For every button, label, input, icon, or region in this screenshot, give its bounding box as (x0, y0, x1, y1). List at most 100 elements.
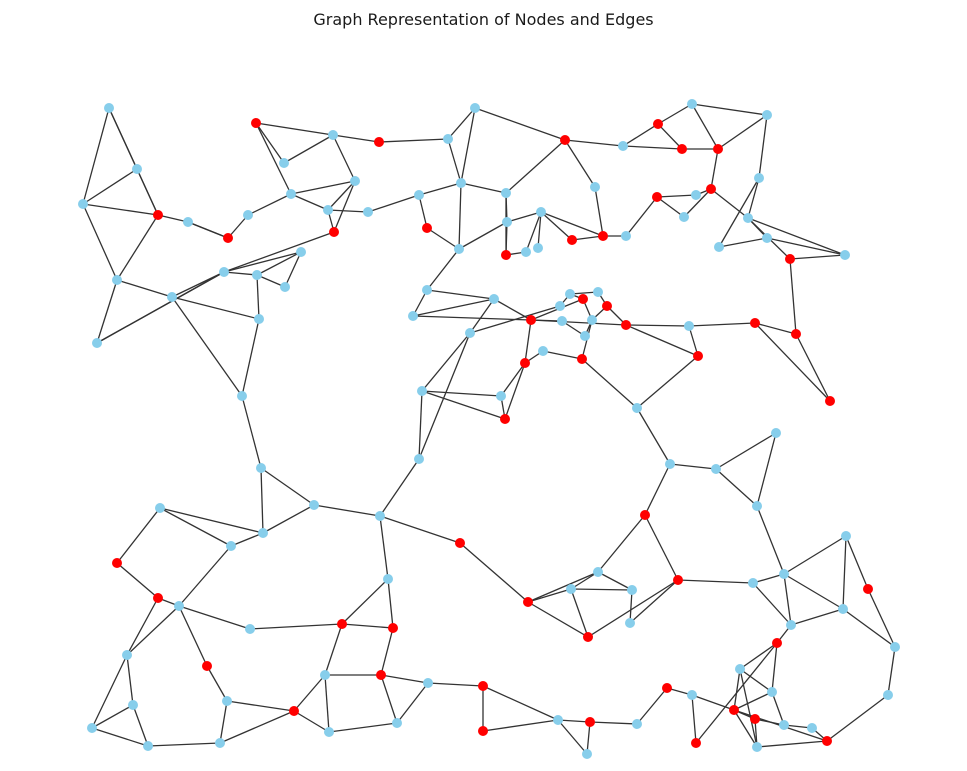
graph-node-blue (665, 459, 675, 469)
graph-edge (644, 514, 679, 581)
graph-edge (126, 654, 134, 706)
graph-edge (771, 691, 785, 726)
graph-node-red (585, 717, 595, 727)
graph-node-red (662, 683, 672, 693)
graph-edge (752, 573, 785, 584)
graph-edge (421, 332, 471, 392)
graph-node-red (578, 294, 588, 304)
graph-edge (418, 390, 423, 460)
graph-edge (159, 507, 232, 547)
graph-node-red (153, 593, 163, 603)
graph-edge (82, 168, 138, 205)
graph-node-blue (489, 294, 499, 304)
graph-edge (116, 507, 161, 564)
graph-node-blue (417, 386, 427, 396)
graph-edge (379, 515, 461, 544)
graph-edge (527, 588, 572, 603)
graph-node-blue (538, 346, 548, 356)
graph-edge (341, 578, 389, 625)
graph-edge (570, 588, 633, 591)
graph-edge (241, 395, 262, 469)
graph-node-blue (557, 316, 567, 326)
graph-edge (789, 254, 846, 260)
graph-edge (379, 458, 420, 517)
graph-edge (459, 542, 529, 603)
graph-node-blue (748, 578, 758, 588)
graph-edge (629, 579, 679, 624)
graph-edge (557, 719, 588, 755)
graph-edge (247, 193, 292, 216)
graph-node-red (501, 250, 511, 260)
graph-edge (469, 305, 561, 334)
graph-edge (260, 467, 264, 534)
graph-edge (622, 123, 659, 147)
graph-edge (887, 646, 896, 696)
graph-edge (524, 319, 532, 364)
graph-edge (625, 324, 690, 327)
graph-edge (747, 217, 846, 256)
graph-edge (557, 719, 591, 723)
graph-edge (739, 668, 758, 748)
graph-edge (327, 209, 369, 213)
graph-edge (540, 211, 573, 241)
graph-edge (636, 687, 668, 725)
graph-node-red (791, 329, 801, 339)
graph-edge (594, 186, 604, 237)
graph-edge (255, 122, 334, 136)
graph-node-blue (258, 528, 268, 538)
graph-edge (695, 642, 778, 744)
graph-node-blue (363, 207, 373, 217)
graph-edge (739, 668, 773, 693)
graph-edge (380, 674, 398, 724)
graph-edge (766, 237, 846, 256)
graph-edge (564, 139, 596, 188)
graph-edge (219, 710, 295, 744)
graph-edge (571, 235, 604, 241)
graph-node-blue (414, 190, 424, 200)
graph-node-red (621, 320, 631, 330)
graph-edge (867, 588, 896, 648)
graph-node-red (560, 135, 570, 145)
graph-edge (537, 211, 542, 249)
graph-node-blue (215, 738, 225, 748)
graph-edge (427, 682, 484, 687)
graph-node-blue (771, 428, 781, 438)
graph-edge (421, 390, 506, 420)
graph-node-red (478, 681, 488, 691)
graph-edge (790, 608, 844, 626)
graph-edge (327, 180, 356, 211)
graph-edge (527, 601, 589, 638)
graph-node-blue (222, 696, 232, 706)
graph-node-blue (752, 742, 762, 752)
graph-edge (460, 107, 476, 184)
graph-edge (570, 571, 599, 590)
graph-node-blue (691, 190, 701, 200)
graph-edge (644, 463, 671, 516)
graph-edge (284, 251, 302, 288)
graph-edge (597, 514, 646, 573)
graph-node-blue (807, 723, 817, 733)
graph-node-red (153, 210, 163, 220)
graph-edge (293, 674, 326, 712)
graph-node-blue (762, 110, 772, 120)
graph-node-blue (128, 700, 138, 710)
graph-edge (747, 177, 760, 219)
graph-node-red (388, 623, 398, 633)
graph-edge (656, 194, 697, 198)
graph-node-red (863, 584, 873, 594)
graph-edge (290, 193, 329, 211)
graph-node-blue (392, 718, 402, 728)
graph-node-red (825, 396, 835, 406)
graph-edge (418, 332, 471, 460)
graph-node-blue (735, 664, 745, 674)
graph-node-blue (256, 463, 266, 473)
graph-edge (691, 103, 719, 150)
graph-edge (241, 318, 260, 397)
graph-edge (82, 203, 159, 216)
graph-edge (458, 221, 508, 250)
graph-edge (341, 623, 394, 629)
graph-node-red (478, 726, 488, 736)
graph-node-red (455, 538, 465, 548)
graph-edge (657, 103, 693, 125)
graph-node-blue (323, 205, 333, 215)
